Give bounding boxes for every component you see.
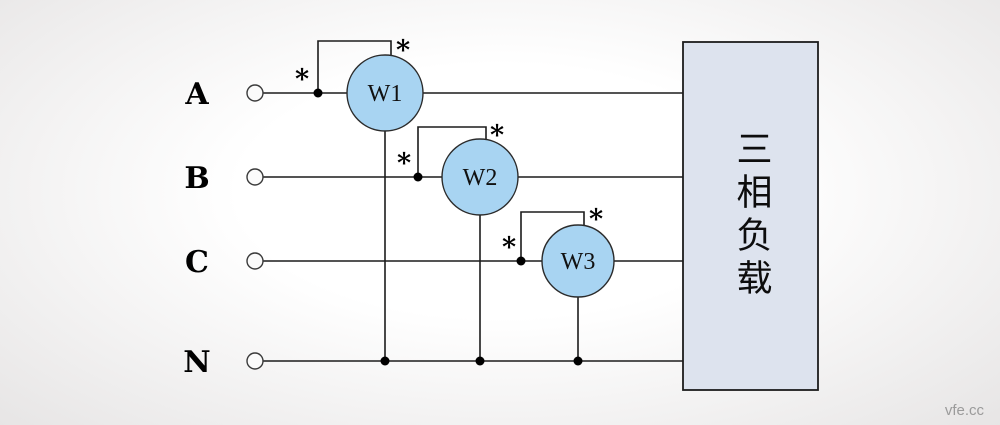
w1-voltage-polarity-mark: * bbox=[396, 35, 410, 66]
w2-current-polarity-mark: * bbox=[397, 148, 411, 179]
terminal-b bbox=[246, 168, 264, 186]
w2-meter-circle bbox=[441, 138, 519, 216]
w3-label: W3 bbox=[561, 249, 596, 275]
w1-label: W1 bbox=[368, 81, 403, 107]
w2-voltage-coil-wire bbox=[417, 126, 487, 177]
junction-dot bbox=[413, 172, 423, 182]
w1-voltage-coil-wire bbox=[317, 40, 392, 93]
w3-voltage-coil-wire bbox=[520, 211, 585, 261]
load-label: 三相负载 bbox=[730, 130, 772, 302]
terminal-n bbox=[246, 352, 264, 370]
junction-dot bbox=[380, 356, 390, 366]
w3-meter-circle bbox=[541, 224, 615, 298]
junction-dot bbox=[475, 356, 485, 366]
terminal-c bbox=[246, 252, 264, 270]
phase-label-a: A bbox=[184, 77, 209, 112]
wattmeter-w3: W3 * * bbox=[502, 204, 615, 366]
w3-voltage-polarity-mark: * bbox=[589, 204, 603, 235]
terminal-a bbox=[246, 84, 264, 102]
junction-dot bbox=[313, 88, 323, 98]
phase-line-c bbox=[246, 252, 683, 270]
wattmeter-w1: W1 * * bbox=[295, 35, 424, 366]
w2-voltage-polarity-mark: * bbox=[490, 120, 504, 151]
neutral-line bbox=[246, 352, 683, 370]
w1-meter-circle bbox=[346, 54, 424, 132]
junction-dot bbox=[516, 256, 526, 266]
wattmeter-w2: W2 * * bbox=[397, 120, 519, 366]
watermark: vfe.cc bbox=[944, 402, 984, 419]
phase-label-b: B bbox=[184, 161, 209, 196]
phase-line-a bbox=[246, 84, 683, 102]
w3-current-polarity-mark: * bbox=[502, 232, 516, 263]
w1-current-polarity-mark: * bbox=[295, 64, 309, 95]
load-box bbox=[682, 41, 819, 391]
phase-label-c: C bbox=[185, 245, 209, 280]
junction-dot bbox=[573, 356, 583, 366]
phase-label-n: N bbox=[183, 345, 210, 380]
w2-label: W2 bbox=[463, 165, 498, 191]
